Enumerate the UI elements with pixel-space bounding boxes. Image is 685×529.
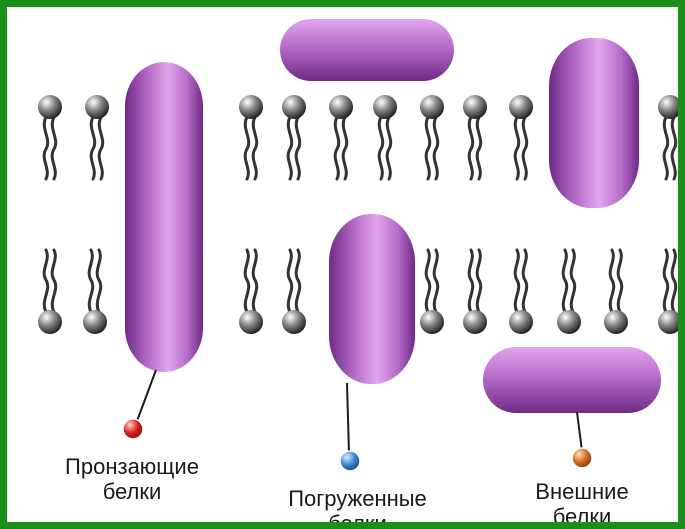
lipid-molecule-inner — [463, 250, 487, 334]
pointer-embedded — [347, 383, 349, 454]
label-integral-line2: белки — [42, 479, 222, 504]
lipid-molecule-inner — [239, 250, 263, 334]
label-embedded-proteins: Погруженные белки — [265, 486, 450, 529]
lipid-head — [420, 95, 444, 119]
marker-orange — [572, 448, 592, 468]
integral-protein — [125, 62, 203, 372]
lipid-molecule-outer — [658, 95, 682, 179]
label-peripheral-line2: белки — [512, 504, 652, 529]
lipid-molecule-outer — [329, 95, 353, 179]
lipid-molecule-inner — [420, 250, 444, 334]
lipid-head — [38, 95, 62, 119]
lipid-molecule-inner — [38, 250, 62, 334]
label-embedded-line2: белки — [265, 511, 450, 529]
lipid-head — [282, 95, 306, 119]
label-integral-proteins: Пронзающие белки — [42, 454, 222, 504]
marker-blue — [340, 451, 360, 471]
lipid-head — [83, 310, 107, 334]
lipid-head — [463, 95, 487, 119]
lipid-molecule-inner — [557, 250, 581, 334]
lipid-molecule-inner — [604, 250, 628, 334]
lipid-molecule-outer — [239, 95, 263, 179]
lipid-head — [604, 310, 628, 334]
lipid-molecule-outer — [463, 95, 487, 179]
lipid-molecule-inner — [282, 250, 306, 334]
lipid-molecule-outer — [282, 95, 306, 179]
lipid-head — [658, 95, 682, 119]
marker-red — [123, 419, 143, 439]
lipid-head — [85, 95, 109, 119]
lipid-head — [658, 310, 682, 334]
peripheral-protein-bottom — [483, 347, 661, 413]
lipid-head — [282, 310, 306, 334]
lipid-head — [239, 310, 263, 334]
label-integral-line1: Пронзающие — [42, 454, 222, 479]
lipid-molecule-outer — [420, 95, 444, 179]
lipid-molecule-outer — [85, 95, 109, 179]
membrane-diagram — [7, 7, 685, 529]
label-peripheral-proteins: Внешние белки — [512, 479, 652, 529]
lipid-molecule-inner — [83, 250, 107, 334]
lipid-head — [509, 95, 533, 119]
lipid-molecule-outer — [509, 95, 533, 179]
lipid-molecule-inner — [658, 250, 682, 334]
lipid-head — [509, 310, 533, 334]
label-peripheral-line1: Внешние — [512, 479, 652, 504]
lipid-head — [38, 310, 62, 334]
embedded-protein-lower — [329, 214, 415, 384]
lipid-head — [557, 310, 581, 334]
label-embedded-line1: Погруженные — [265, 486, 450, 511]
lipid-molecule-outer — [38, 95, 62, 179]
peripheral-protein-top — [280, 19, 454, 81]
lipid-molecule-inner — [509, 250, 533, 334]
lipid-head — [420, 310, 444, 334]
lipid-head — [373, 95, 397, 119]
lipid-head — [329, 95, 353, 119]
lipid-head — [239, 95, 263, 119]
pointer-integral — [137, 370, 156, 421]
lipid-head — [463, 310, 487, 334]
pointer-peripheral — [577, 412, 582, 451]
lipid-molecule-outer — [373, 95, 397, 179]
embedded-protein-upper — [549, 38, 639, 208]
